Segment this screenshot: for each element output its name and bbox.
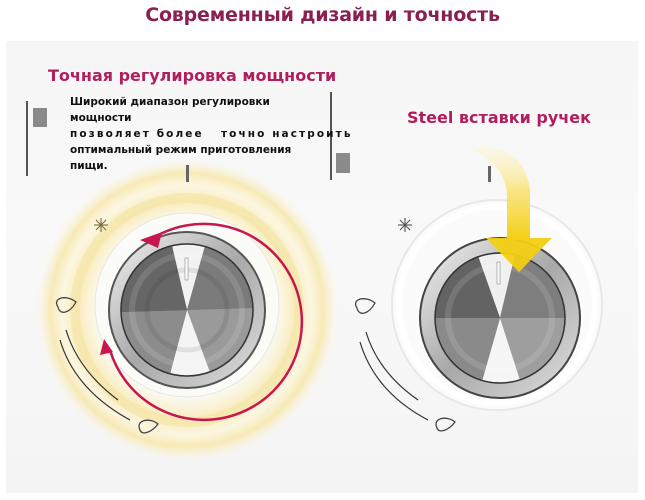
arrow-head-top: [140, 232, 162, 248]
flame-high-icon: [354, 298, 376, 314]
divider-line-middle: [330, 92, 332, 180]
divider-line-left: [26, 101, 28, 176]
position-mark: [186, 165, 189, 182]
rotation-arrow-arc: [108, 222, 304, 422]
power-description: Широкий диапазон регулировки мощности по…: [70, 94, 353, 174]
flame-scale: [365, 331, 419, 401]
flame-low-icon: [435, 417, 456, 432]
description-line-2: позволяет более точно настроить: [70, 128, 353, 140]
flame-low-icon: [138, 419, 159, 434]
description-line-3: оптимальный режим приготовления пищи.: [70, 144, 292, 172]
sparkle-icon: [94, 218, 108, 232]
right-knob-group: [354, 145, 603, 432]
indicator-block-left: [33, 108, 47, 127]
left-knob-group: [35, 158, 339, 462]
arrow-head-bottom: [100, 339, 113, 355]
knob-right[interactable]: [419, 237, 581, 399]
indicator-block-right: [336, 153, 350, 173]
section-title-power: Точная регулировка мощности: [48, 66, 337, 85]
pointer-arrow: [472, 145, 552, 272]
position-mark: [488, 166, 491, 182]
knob-left[interactable]: [108, 231, 266, 389]
sparkle-icon: [398, 218, 412, 232]
description-line-1: Широкий диапазон регулировки мощности: [70, 96, 270, 124]
page-title: Современный дизайн и точность: [145, 4, 500, 26]
flame-scale: [65, 329, 119, 401]
flame-high-icon: [55, 297, 77, 313]
section-title-steel: Steel вставки ручек: [407, 108, 591, 127]
